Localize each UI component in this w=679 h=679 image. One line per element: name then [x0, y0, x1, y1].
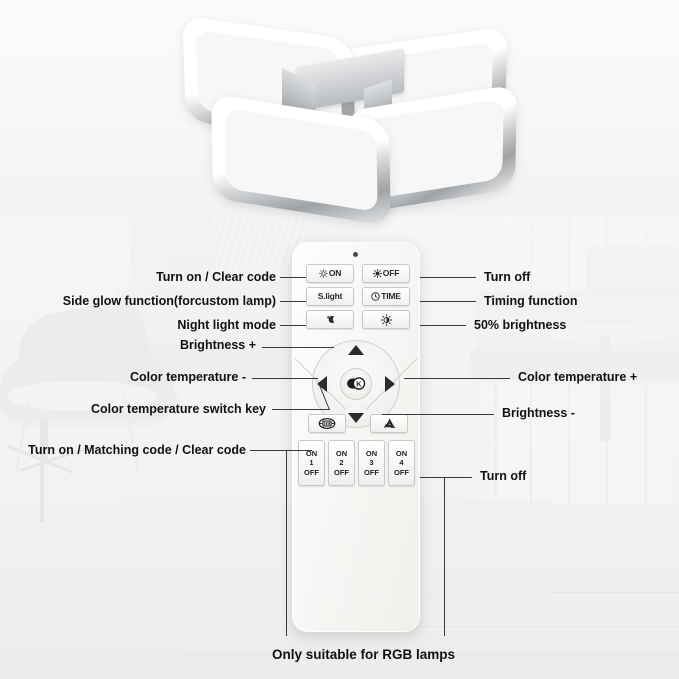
annotation-timing-function: Timing function	[484, 294, 578, 308]
annotation-50-percent-brightness: 50% brightness	[474, 318, 567, 332]
annotation-brightness-up: Brightness +	[179, 338, 256, 352]
button-turn-off[interactable]: OFF	[362, 264, 410, 283]
channel-off-label: OFF	[364, 467, 379, 477]
button-side-light-label: S.light	[317, 291, 343, 302]
leader-line	[420, 301, 476, 302]
annotation-side-glow: Side glow function(forcustom lamp)	[62, 294, 276, 308]
leader-line	[262, 347, 334, 348]
led-ceiling-light-4-square	[178, 15, 523, 227]
button-matching-code[interactable]	[308, 414, 346, 433]
channel-on-label: ON	[395, 448, 408, 458]
button-turn-on-label: ON	[328, 268, 342, 279]
k-key-icon: K	[345, 376, 367, 391]
channel-number: 3	[369, 458, 374, 468]
leader-line	[420, 325, 466, 326]
button-color-temperature-up[interactable]	[385, 376, 395, 392]
button-turn-on[interactable]: ON	[306, 264, 354, 283]
channel-button-3[interactable]: ON 3 OFF	[358, 440, 385, 486]
leader-line	[252, 378, 318, 379]
svg-text:K: K	[356, 380, 362, 389]
annotation-turn-off-bottom: Turn off	[480, 469, 527, 483]
channel-button-2[interactable]: ON 2 OFF	[328, 440, 355, 486]
leader-line	[272, 409, 330, 410]
leader-line	[420, 477, 472, 478]
clock-icon	[371, 292, 380, 301]
annotation-matching-code: Turn on / Matching code / Clear code	[28, 443, 246, 457]
button-half-brightness[interactable]	[362, 310, 410, 329]
button-timing-label: TIME	[381, 291, 401, 302]
leader-line	[280, 277, 306, 278]
leader-line	[280, 325, 306, 326]
button-color-temperature-switch[interactable]: K	[340, 368, 372, 400]
code-matching-icon	[318, 417, 336, 430]
annotation-night-light-mode: Night light mode	[177, 318, 276, 332]
ceiling-area	[0, 0, 679, 227]
recycle-triangle-icon	[382, 417, 397, 431]
annotation-color-temperature-up: Color temperature +	[518, 370, 638, 384]
leader-line	[420, 277, 476, 278]
leader-line	[404, 378, 510, 379]
moon-star-icon	[324, 314, 337, 325]
leader-line-caption-left	[286, 450, 287, 636]
channel-off-label: OFF	[304, 467, 319, 477]
annotation-brightness-down: Brightness -	[502, 406, 575, 420]
channel-button-4[interactable]: ON 4 OFF	[388, 440, 415, 486]
button-recycle-turn-off[interactable]	[370, 414, 408, 433]
button-night-light[interactable]	[306, 310, 354, 329]
button-timing[interactable]: TIME	[362, 287, 410, 306]
button-side-light[interactable]: S.light	[306, 287, 354, 306]
annotation-turn-on-clear-code: Turn on / Clear code	[156, 270, 276, 284]
caption-rgb-lamps: Only suitable for RGB lamps	[272, 647, 456, 662]
channel-number: 2	[339, 458, 344, 468]
annotation-color-temperature-down: Color temperature -	[130, 370, 246, 384]
annotation-turn-off-top: Turn off	[484, 270, 531, 284]
leader-line	[280, 301, 306, 302]
channel-number: 1	[309, 458, 314, 468]
channel-number: 4	[399, 458, 404, 468]
channel-on-label: ON	[365, 448, 378, 458]
half-sun-icon	[380, 313, 393, 326]
sun-filled-icon	[372, 269, 382, 278]
sun-outline-icon	[318, 269, 328, 278]
channel-on-label: ON	[305, 448, 318, 458]
ir-led-indicator	[353, 252, 358, 257]
rgb-remote-control[interactable]: ON OFF S.light TIME	[292, 242, 420, 632]
channel-off-label: OFF	[334, 467, 349, 477]
leader-line-caption-right	[444, 477, 445, 636]
channel-button-1[interactable]: ON 1 OFF	[298, 440, 325, 486]
leader-line	[382, 414, 494, 415]
button-color-temperature-down[interactable]	[317, 376, 327, 392]
direction-pad[interactable]: K	[294, 340, 418, 428]
button-turn-off-label: OFF	[382, 268, 400, 279]
leader-line	[250, 450, 312, 451]
channel-on-label: ON	[335, 448, 348, 458]
button-brightness-up[interactable]	[348, 345, 364, 355]
annotation-color-temperature-switch: Color temperature switch key	[90, 402, 266, 416]
channel-off-label: OFF	[394, 467, 409, 477]
button-brightness-down[interactable]	[348, 413, 364, 423]
